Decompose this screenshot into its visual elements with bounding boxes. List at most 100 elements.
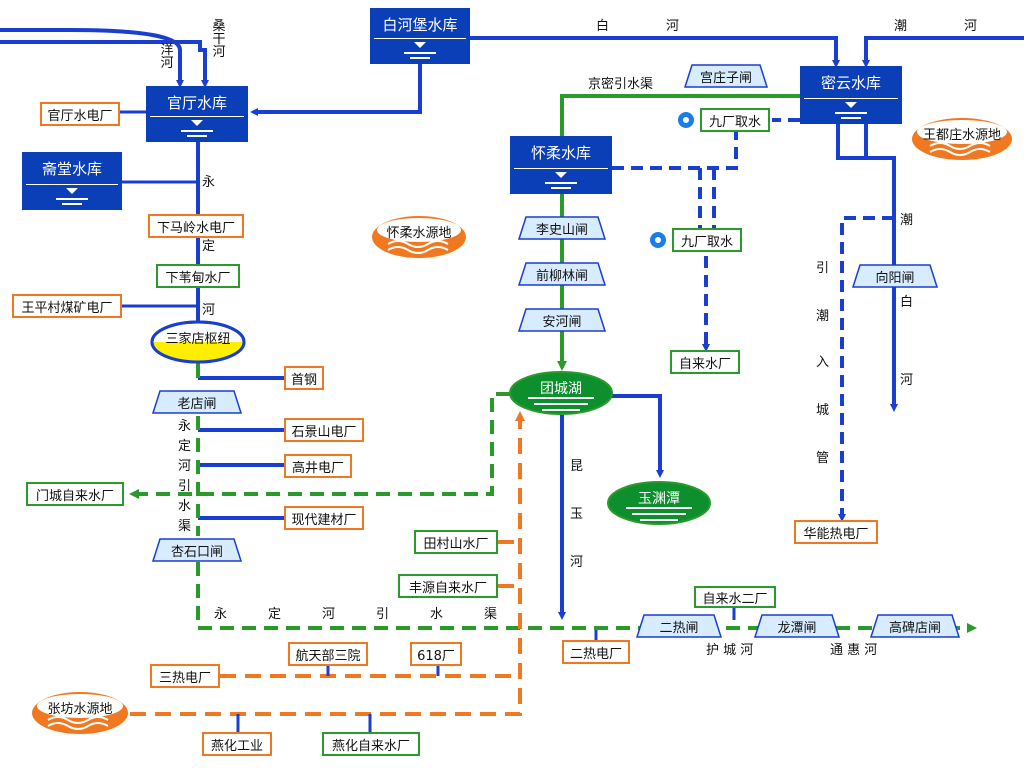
canal-label-ydyq-h-5: 水 [430, 607, 444, 622]
facility-618: 618厂 [410, 642, 462, 666]
gate-shape [518, 308, 606, 332]
blue-feeders [236, 664, 440, 734]
gate-label: 杏石口闸 [170, 544, 223, 560]
gate-label: 安河闸 [542, 314, 582, 330]
gate-label: 宫庄子闸 [699, 70, 752, 86]
river-baihebao-guanting [250, 60, 422, 116]
facility-gaojing: 高井电厂 [284, 454, 352, 478]
gate-gongzhuangzi: 宫庄子闸 [684, 64, 768, 88]
facility-xiamaling: 下马岭水电厂 [148, 214, 244, 238]
facility-sanre: 三热电厂 [150, 664, 220, 688]
facility-xiandai: 现代建材厂 [284, 506, 364, 530]
canal-label-ydyq-v-6: 渠 [178, 519, 192, 534]
source-huairou: 怀柔水源地 [370, 214, 468, 260]
river-label-sangganhe: 桑干河 [212, 19, 226, 60]
facility-guanting-hydro: 官厅水电厂 [40, 102, 120, 126]
gate-label: 李史山闸 [535, 222, 588, 238]
river-label-chaobai-1: 潮 [900, 213, 914, 228]
reservoir-huairou: 怀柔水库 [510, 136, 612, 194]
gate-shape [518, 262, 606, 286]
facility-xiaweidian: 下苇甸水厂 [156, 264, 240, 288]
hub-sanjiadian: 三家店枢纽 [150, 320, 246, 364]
facility-fengyuan: 丰源自来水厂 [398, 574, 498, 598]
source-zhangfang: 张坊水源地 [30, 690, 130, 736]
pipe-label-yinchao-2: 潮 [816, 309, 830, 324]
source-label: 王都庄水源地 [922, 128, 1001, 143]
water-level-icon [150, 116, 244, 137]
river-yanghe [0, 28, 184, 88]
gate-anhe: 安河闸 [518, 308, 606, 332]
river-chao [862, 36, 1024, 68]
pump-icon [678, 112, 694, 128]
facility-jiuchang-2: 九厂取水 [672, 228, 742, 252]
gate-gaobeidian: 高碑店闸 [870, 614, 960, 638]
river-to-yuyuantan [600, 394, 664, 478]
reservoir-zhaitang: 斋堂水库 [22, 152, 122, 210]
canal-jingmi [560, 94, 800, 136]
river-label-chao-2: 河 [964, 19, 978, 34]
river-label-chaobai-3: 河 [900, 373, 914, 388]
pump-icon [650, 232, 666, 248]
facility-yanhua-ind: 燕化工业 [202, 732, 272, 756]
facility-wangpingcun: 王平村煤矿电厂 [12, 294, 122, 318]
source-label: 张坊水源地 [47, 702, 113, 717]
river-label-yongding-2: 定 [202, 239, 216, 254]
canal-yongding-bottom [196, 562, 977, 633]
pipe-label-yinchao-5: 管 [816, 451, 830, 466]
river-label-yongding-3: 河 [202, 303, 216, 318]
water-level-icon [804, 98, 898, 119]
gate-xingshikou: 杏石口闸 [152, 538, 242, 562]
river-label-chaobai-2: 白 [900, 295, 914, 310]
reservoir-label: 怀柔水库 [530, 144, 591, 162]
canal-label-ydyq-v-5: 水 [178, 499, 192, 514]
canal-label-ydyq-v-4: 引 [178, 479, 192, 494]
canal-label-ydyq-v-2: 定 [178, 439, 192, 454]
lake-shape [509, 371, 613, 415]
lake-tuanchenghu: 团城湖 [508, 370, 614, 416]
gate-label: 前柳林闸 [535, 268, 588, 284]
reservoir-label: 白河堡水库 [382, 16, 458, 34]
canal-mencheng [129, 392, 510, 499]
river-label-kunyu-1: 昆 [570, 459, 584, 474]
canal-label-ydyq-h-3: 河 [322, 607, 336, 622]
supply-zhangfang [130, 411, 525, 716]
facility-ziliaishui2: 自来水二厂 [694, 586, 776, 608]
facility-erre-plant: 二热电厂 [562, 640, 630, 664]
source-shape [372, 216, 466, 258]
facility-huaneng: 华能热电厂 [794, 520, 878, 544]
water-level-icon [374, 38, 466, 59]
gate-qianliulin: 前柳林闸 [518, 262, 606, 286]
gate-lishishan: 李史山闸 [518, 216, 606, 240]
gate-shape [852, 264, 938, 288]
reservoir-label: 斋堂水库 [41, 160, 102, 178]
gate-longtan: 龙潭闸 [754, 614, 840, 638]
gate-laodian: 老店闸 [152, 390, 242, 414]
river-bai [470, 36, 840, 68]
gate-shape [518, 216, 606, 240]
canal-label-ydyq-h-1: 永 [214, 607, 228, 622]
pipe-label-yinchao-1: 引 [816, 261, 830, 276]
lake-yuyuantan: 玉渊潭 [606, 480, 712, 526]
facility-mencheng: 门城自来水厂 [26, 482, 124, 506]
gate-shape [754, 614, 840, 638]
lake-shape [607, 481, 711, 525]
reservoir-guanting: 官厅水库 [146, 86, 248, 142]
source-shape [32, 692, 128, 734]
facility-hangtian: 航天部三院 [288, 642, 368, 666]
canal-label-ydyq-h-2: 定 [268, 607, 282, 622]
source-wangduzhuang: 王都庄水源地 [910, 116, 1014, 162]
canal-label-ydyq-h-4: 引 [376, 607, 390, 622]
source-shape [912, 118, 1012, 160]
gate-shape [636, 614, 722, 638]
gate-shape [870, 614, 960, 638]
river-label-bai-1: 白 [596, 19, 610, 34]
pipe-yinchao [838, 216, 894, 522]
gate-label: 老店闸 [177, 396, 217, 412]
reservoir-baihebao: 白河堡水库 [370, 8, 470, 64]
facility-shougang: 首钢 [284, 366, 324, 390]
gate-label: 向阳闸 [875, 270, 915, 286]
river-label-hucheng: 护 城 河 [706, 643, 754, 658]
river-label-kunyu-3: 河 [570, 555, 584, 570]
reservoir-label: 密云水库 [820, 74, 881, 92]
